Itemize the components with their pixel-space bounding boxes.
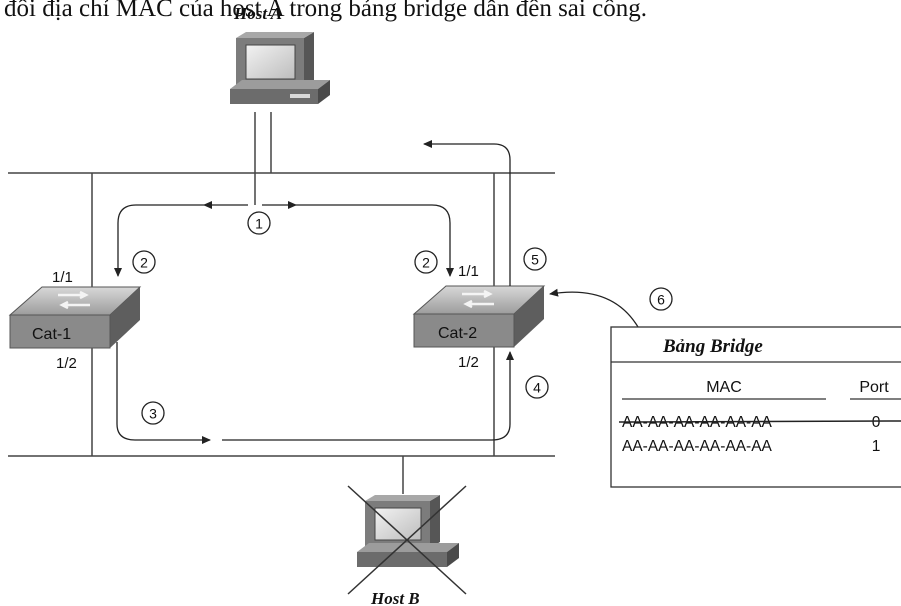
svg-text:3: 3 [149,406,157,422]
step-4-badge: 4 [526,376,548,398]
svg-text:5: 5 [531,252,539,268]
cat2-port-top-label: 1/1 [458,263,479,280]
bridge-table-title: Bảng Bridge [662,336,763,357]
step1-left-path [118,205,204,276]
bridge-table: Bảng Bridge MAC Port AA-AA-AA-AA-AA-AA 0… [611,327,901,487]
caption-text: đổi địa chỉ MAC của host A trong bảng br… [4,0,647,22]
bridge-row-1-strike [619,421,901,422]
host-a-label: Host A [233,4,282,23]
step6-path [550,292,638,327]
svg-text:6: 6 [657,292,665,308]
svg-text:2: 2 [422,255,430,271]
step-2-badge-left: 2 [133,251,155,273]
svg-text:2: 2 [140,255,148,271]
host-a-computer-icon [230,32,330,104]
cat1-port-bottom-label: 1/2 [56,355,77,372]
step-1-badge: 1 [248,212,270,234]
bridge-table-col-mac: MAC [706,379,742,396]
cat2-switch-icon [414,286,544,347]
cat1-switch-label: Cat-1 [32,326,71,343]
host-b-label: Host B [370,589,420,606]
cat1-switch-icon [10,287,140,348]
cat2-switch-label: Cat-2 [438,325,477,342]
step-6-badge: 6 [650,288,672,310]
svg-text:4: 4 [533,380,541,396]
step-3-badge: 3 [142,402,164,424]
step-2-badge-right: 2 [415,251,437,273]
bridge-row-1-port: 0 [872,414,881,431]
bridge-row-2-port: 1 [872,438,881,455]
step3-path [117,342,210,440]
svg-text:1: 1 [255,216,263,232]
bridge-row-2-mac: AA-AA-AA-AA-AA-AA [622,438,773,455]
cat1-port-top-label: 1/1 [52,269,73,286]
bridge-table-col-port: Port [859,379,889,396]
step-5-badge: 5 [524,248,546,270]
cat2-port-bottom-label: 1/2 [458,354,479,371]
